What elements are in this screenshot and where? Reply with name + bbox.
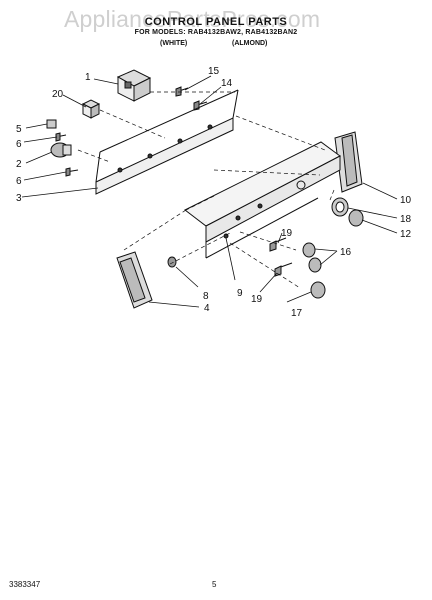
callout-6b: 6 [16,176,22,187]
model-subtitle: FOR MODELS: RAB4132BAW2, RAB4132BAN2 [134,29,298,36]
color-almond-label: (ALMOND) [232,40,268,47]
alignment-lines [77,91,335,289]
callout-12: 12 [400,229,412,240]
part-17-knob [310,281,326,299]
part-8-screw [167,256,177,268]
callout-14: 14 [221,78,233,89]
callout-10: 10 [400,195,412,206]
part-2-switch [50,142,72,158]
part-switch-block [116,69,152,102]
watermark: AppliancePartsPros.com [64,6,321,32]
leader-lines [21,75,398,308]
callout-5: 5 [16,124,22,135]
part-6-screw-lower [65,167,79,177]
callout-labels: 1 15 14 20 5 6 2 6 3 10 18 12 19 16 8 9 … [16,66,412,319]
color-white-label: (WHITE) [160,40,188,47]
part-3-bracket [95,89,239,195]
part-4-end-cap [116,251,153,309]
callout-6: 6 [16,139,22,150]
part-6-screw-upper [55,132,67,142]
part-20-cube [81,99,101,119]
page-title: CONTROL PANEL PARTS [144,16,288,28]
part-18-ring [331,197,349,217]
callout-9: 9 [237,288,243,299]
callout-8: 8 [203,291,209,302]
part-19-clip-lower [274,262,293,277]
callout-1: 1 [85,72,91,83]
part-19-clip-upper [269,237,287,252]
callout-4: 4 [204,303,210,314]
part-16-knob-upper [302,242,316,258]
callout-18: 18 [400,214,412,225]
callout-20: 20 [52,89,64,100]
callout-17: 17 [291,308,303,319]
document-number: 3383347 [9,580,41,589]
callout-3: 3 [16,193,22,204]
part-9-control-panel [184,141,341,259]
part-10-end-cap [334,131,363,193]
callout-19b: 19 [251,294,263,305]
part-screw-15 [175,86,189,97]
callout-15: 15 [208,66,220,77]
page-number: 5 [212,580,217,589]
callout-19: 19 [281,228,293,239]
callout-16: 16 [340,247,352,258]
part-16-knob-lower [308,257,322,273]
part-12-knob [348,209,364,227]
part-5-knob [46,119,57,129]
callout-2: 2 [16,159,22,170]
